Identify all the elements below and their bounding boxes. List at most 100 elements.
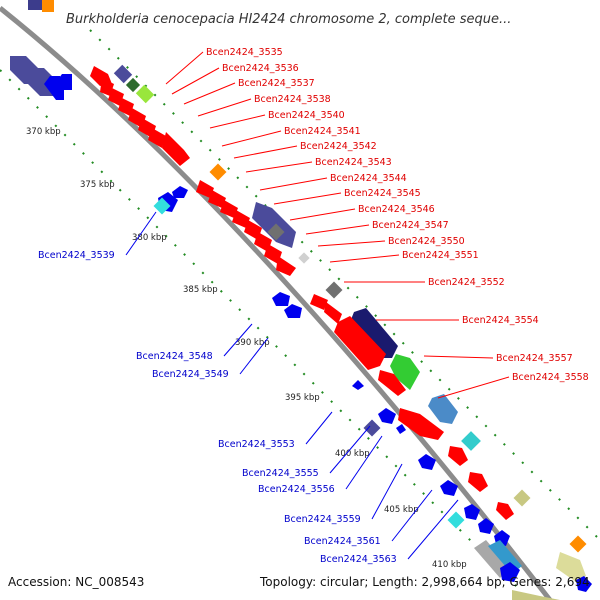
gene-block[interactable] [569,535,587,553]
gene-block[interactable] [135,84,155,104]
kbp-label: 390 kbp [235,338,270,348]
gene-block[interactable] [28,0,42,10]
forward-gene-arrow[interactable] [220,200,238,218]
gene-block[interactable] [209,163,227,181]
forward-gene-arrow[interactable] [100,78,114,96]
kbp-axis-labels: 370 kbp 375 kbp 380 kbp 385 kbp 390 kbp … [26,127,467,570]
gene-label[interactable]: Bcen2424_3556 [258,484,335,495]
gene-block[interactable] [390,354,420,390]
gene-label[interactable]: Bcen2424_3544 [330,173,407,184]
gene-label[interactable]: Bcen2424_3548 [136,351,213,362]
gene-label[interactable]: Bcen2424_3549 [152,369,229,380]
gene-label[interactable]: Bcen2424_3541 [284,126,361,137]
reverse-gene-arrow[interactable] [172,186,188,198]
forward-gene-arrow[interactable] [148,128,166,148]
gene-block[interactable] [461,431,481,451]
gene-block[interactable] [267,223,285,241]
leader-line [223,323,253,357]
reverse-gene-arrow[interactable] [396,424,406,434]
gene-label[interactable]: Bcen2424_3537 [238,78,315,89]
forward-gene-arrow[interactable] [232,210,250,228]
leader-line [165,51,204,85]
gene-label[interactable]: Bcen2424_3545 [344,188,421,199]
gene-label[interactable]: Bcen2424_3559 [284,514,361,525]
forward-gene-arrow[interactable] [324,302,342,324]
reverse-gene-arrow[interactable] [576,576,592,592]
kbp-label: 370 kbp [26,127,61,137]
reverse-gene-arrow[interactable] [50,86,64,100]
forward-gene-arrow[interactable] [208,190,226,208]
gene-label[interactable]: Bcen2424_3563 [320,554,397,565]
gene-label[interactable]: Bcen2424_3546 [358,204,435,215]
gene-label[interactable]: Bcen2424_3543 [315,157,392,168]
leader-line [305,411,333,445]
gene-block[interactable] [252,202,296,248]
leader-line [329,425,371,474]
gene-label[interactable]: Bcen2424_3561 [304,536,381,547]
reverse-gene-arrow[interactable] [284,304,302,318]
reverse-gene-arrow[interactable] [500,562,520,582]
gene-label[interactable]: Bcen2424_3553 [218,439,295,450]
gene-label[interactable]: Bcen2424_3538 [254,94,331,105]
forward-gene-arrow[interactable] [118,98,134,116]
forward-gene-arrow[interactable] [468,472,488,492]
gene-block[interactable] [350,308,398,358]
gene-block[interactable] [125,77,141,93]
sequence-title: Burkholderia cenocepacia HI2424 chromoso… [66,12,511,27]
gene-label[interactable]: Bcen2424_3555 [242,468,319,479]
reverse-gene-arrow[interactable] [272,292,290,306]
reverse-gene-arrow[interactable] [418,454,436,470]
gene-block[interactable] [513,489,531,507]
forward-gene-arrow[interactable] [264,244,282,264]
kbp-label: 395 kbp [285,393,320,403]
gene-block[interactable] [363,419,381,437]
leader-line [371,463,403,520]
gene-label[interactable]: Bcen2424_3551 [402,250,479,261]
forward-gene-arrow[interactable] [448,446,468,466]
gene-label[interactable]: Bcen2424_3552 [428,277,505,288]
gene-label[interactable]: Bcen2424_3542 [300,141,377,152]
gene-block[interactable] [447,511,465,529]
forward-gene-arrow[interactable] [162,132,190,166]
forward-gene-arrow[interactable] [378,370,406,396]
gene-label[interactable]: Bcen2424_3558 [512,372,589,383]
leader-line [125,211,157,256]
gene-label[interactable]: Bcen2424_3540 [268,110,345,121]
gene-label[interactable]: Bcen2424_3536 [222,63,299,74]
gene-label[interactable]: Bcen2424_3539 [38,250,115,261]
forward-gene-arrow[interactable] [196,180,214,198]
reverse-gene-arrow[interactable] [478,518,494,534]
gene-block[interactable] [113,64,133,84]
forward-gene-arrow[interactable] [334,316,386,370]
gene-label[interactable]: Bcen2424_3547 [372,220,449,231]
reverse-gene-arrow[interactable] [352,380,364,390]
forward-gene-arrow[interactable] [398,408,444,440]
reverse-gene-arrow[interactable] [378,408,396,424]
kbp-label: 400 kbp [335,449,370,459]
gene-block[interactable] [298,252,310,264]
forward-gene-arrow[interactable] [310,294,328,310]
gene-label[interactable]: Bcen2424_3535 [206,47,283,58]
forward-gene-arrow[interactable] [496,502,514,520]
leader-line [391,489,433,542]
forward-gene-arrow[interactable] [276,256,296,276]
gene-block[interactable] [556,552,586,582]
leader-line [209,114,266,129]
gene-block[interactable] [325,281,343,299]
reverse-gene-arrow[interactable] [440,480,458,496]
forward-gene-arrow[interactable] [108,88,124,106]
leader-line [239,337,269,375]
gene-block[interactable] [42,0,54,12]
gene-label[interactable]: Bcen2424_3550 [388,236,465,247]
leader-line [317,240,386,247]
tick-track-outer [89,29,600,541]
gene-block[interactable] [428,394,458,424]
gene-label[interactable]: Bcen2424_3554 [462,315,539,326]
gene-block[interactable] [153,197,171,215]
reverse-gene-arrow[interactable] [464,504,480,520]
gene-block[interactable] [512,590,560,600]
kbp-label: 385 kbp [183,285,218,295]
tick-track-inner [0,69,531,600]
gene-label[interactable]: Bcen2424_3557 [496,353,573,364]
